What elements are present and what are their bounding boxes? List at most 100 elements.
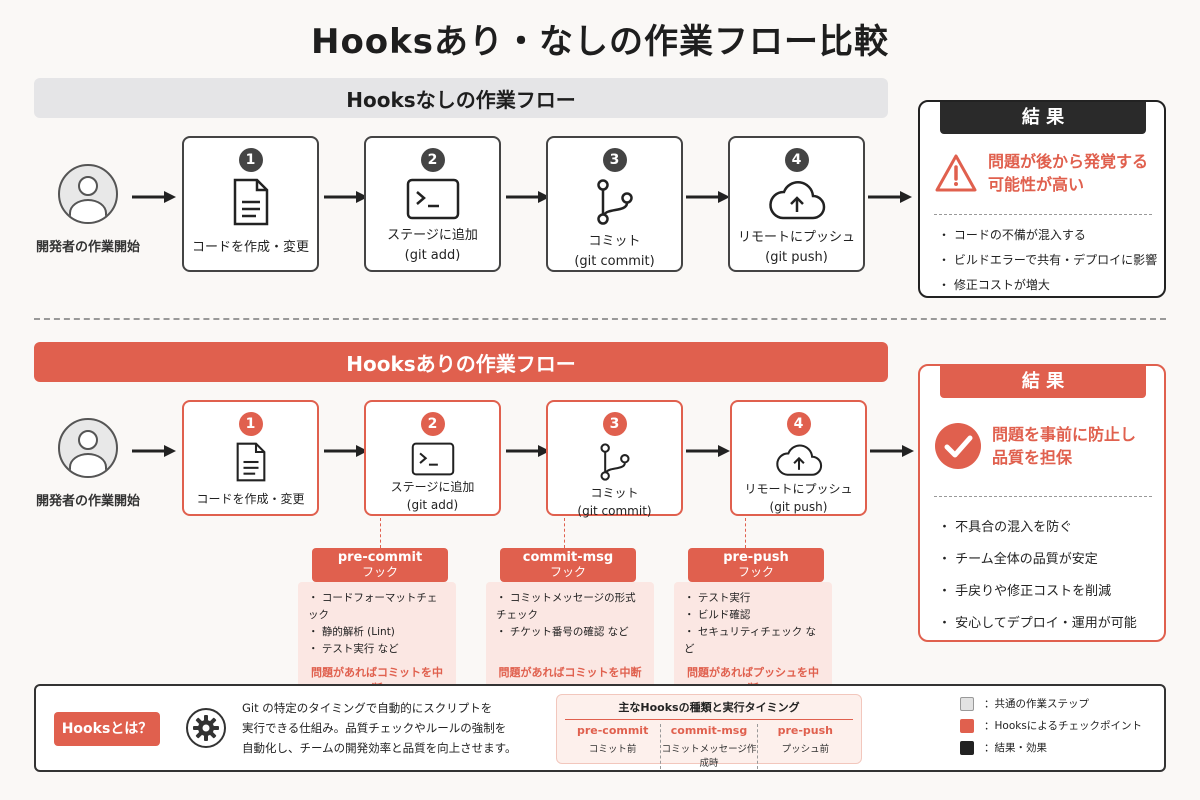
legend-item: ：共通の作業ステップ <box>960 696 1160 711</box>
step-sub-label: (git push) <box>769 500 828 514</box>
result-item: ・ 安心してデプロイ・運用が可能 <box>938 616 1137 631</box>
hook-abort-note: 問題があればコミットを中断 <box>498 666 642 679</box>
result-main-line: 問題が後から発覚する <box>988 152 1149 171</box>
terminal-icon <box>406 178 459 220</box>
hook-item: ・ コミットメッセージの形式チェック <box>496 592 636 621</box>
hooks-explanation-panel: Hooksとは？ Git の特定のタイミングで自動的にスクリプトを 実行できる仕… <box>34 684 1166 772</box>
result-with-card: 結 果 問題を事前に防止し品質を担保 ・ 不具合の混入を防ぐ ・ チーム全体の品… <box>918 364 1166 642</box>
step-number: 1 <box>238 148 263 172</box>
warning-icon <box>935 154 977 192</box>
step-code-edit-without: 1 コードを作成・変更 <box>182 136 319 272</box>
result-item: ・ 修正コストが増大 <box>938 278 1050 292</box>
result-heading: 結 果 <box>940 366 1146 398</box>
step-number: 1 <box>238 412 263 436</box>
arrow-right-icon <box>870 445 914 457</box>
hook-name: pre-commit <box>337 550 423 565</box>
step-sub-label: (git add) <box>406 498 459 512</box>
timing-title: 主なHooksの種類と実行タイミング <box>618 701 800 714</box>
gear-icon <box>193 715 219 741</box>
step-git-add-with: 2 ステージに追加 (git add) <box>364 400 501 516</box>
legend: ：共通の作業ステップ ：Hooksによるチェックポイント ：結果・効果 <box>960 696 1160 762</box>
result-item: ・ コードの不備が混入する <box>938 228 1086 242</box>
arrow-right-icon <box>686 445 730 457</box>
result-item: ・ 手戻りや修正コストを削減 <box>938 584 1112 599</box>
pre-commit-hook-tag: pre-commit フック <box>312 548 448 582</box>
step-sub-label: (git commit) <box>574 254 655 269</box>
git-branch-icon <box>596 179 633 225</box>
timing-entry: commit-msg コミットメッセージ作成時 <box>660 724 757 769</box>
hooks-definition: Git の特定のタイミングで自動的にスクリプトを 実行できる仕組み。品質チェック… <box>242 701 517 755</box>
step-label: ステージに追加 <box>387 228 478 243</box>
arrow-right-icon <box>324 191 368 203</box>
hook-connector <box>745 518 746 548</box>
result-divider <box>934 496 1152 497</box>
step-sub-label: (git add) <box>404 248 461 263</box>
cloud-upload-icon <box>775 444 822 476</box>
result-without-card: 結 果 問題が後から発覚する可能性が高い ・ コードの不備が混入する ・ ビルド… <box>918 100 1166 298</box>
legend-item: ：Hooksによるチェックポイント <box>960 718 1160 733</box>
result-main-line: 可能性が高い <box>988 175 1085 194</box>
arrow-right-icon <box>132 445 176 457</box>
what-are-hooks-label: Hooksとは？ <box>54 712 160 746</box>
result-item: ・ チーム全体の品質が安定 <box>938 552 1098 567</box>
result-item: ・ ビルドエラーで共有・デプロイに影響 <box>938 253 1158 267</box>
result-item: ・ 不具合の混入を防ぐ <box>938 520 1073 535</box>
result-divider <box>934 214 1152 215</box>
hook-connector <box>564 518 565 548</box>
step-number: 2 <box>420 412 445 436</box>
without-hooks-banner: Hooksなしの作業フロー <box>34 78 888 118</box>
step-label: コミット <box>590 486 639 500</box>
document-icon <box>233 178 268 226</box>
developer-start-with: 開発者の作業開始 <box>28 418 148 509</box>
legend-item: ：結果・効果 <box>960 740 1160 755</box>
hook-item: ・ テスト実行 など <box>308 643 399 655</box>
hook-item: ・ ビルド確認 <box>684 609 751 621</box>
arrow-right-icon <box>506 445 550 457</box>
step-number: 4 <box>784 148 809 172</box>
result-heading: 結 果 <box>940 102 1146 134</box>
timing-entry: pre-push プッシュ前 <box>756 724 853 769</box>
cloud-upload-icon <box>768 181 825 220</box>
hook-item: ・ セキュリティチェック など <box>684 626 817 655</box>
hook-item: ・ チケット番号の確認 など <box>496 626 629 638</box>
hook-connector <box>380 518 381 548</box>
result-main-line: 品質を担保 <box>992 448 1073 467</box>
step-number: 4 <box>786 412 811 436</box>
pre-push-hook-tag: pre-push フック <box>688 548 824 582</box>
developer-avatar-icon <box>58 418 118 478</box>
step-git-commit-with: 3 コミット(git commit) <box>546 400 683 518</box>
step-number: 3 <box>602 412 627 436</box>
commit-msg-hook-details: ・ コミットメッセージの形式チェック ・ チケット番号の確認 など 問題があれば… <box>486 582 654 688</box>
document-icon <box>236 442 265 482</box>
commit-msg-hook-tag: commit-msg フック <box>500 548 636 582</box>
section-divider <box>34 318 1166 320</box>
step-number: 2 <box>420 148 445 172</box>
legend-swatch-black <box>960 740 974 755</box>
step-git-add-without: 2 ステージに追加 (git add) <box>364 136 501 272</box>
hook-item: ・ テスト実行 <box>684 592 751 604</box>
developer-start-without: 開発者の作業開始 <box>28 164 148 255</box>
git-branch-icon <box>599 443 630 481</box>
actor-label: 開発者の作業開始 <box>35 494 140 509</box>
arrow-right-icon <box>686 191 730 203</box>
step-git-push-with: 4 リモートにプッシュ(git push) <box>730 400 867 516</box>
pre-push-hook-details: ・ テスト実行 ・ ビルド確認 ・ セキュリティチェック など 問題があればプッ… <box>674 582 832 704</box>
pre-commit-hook-details: ・ コードフォーマットチェック ・ 静的解析 (Lint) ・ テスト実行 など… <box>298 582 456 704</box>
with-hooks-banner: Hooksありの作業フロー <box>34 342 888 382</box>
hook-item: ・ コードフォーマットチェック <box>308 592 438 621</box>
page-title: Hooksあり・なしの作業フロー比較 <box>310 22 890 62</box>
hook-kind: フック <box>361 565 398 579</box>
actor-label: 開発者の作業開始 <box>35 240 140 255</box>
terminal-icon <box>411 442 454 476</box>
step-number: 3 <box>602 148 627 172</box>
hook-item: ・ 静的解析 (Lint) <box>308 626 395 638</box>
arrow-right-icon <box>506 191 550 203</box>
check-circle-icon <box>935 423 981 469</box>
hook-kind: フック <box>737 565 774 579</box>
hooks-timing-table: 主なHooksの種類と実行タイミング pre-commit コミット前 comm… <box>556 694 862 769</box>
arrow-right-icon <box>868 191 912 203</box>
step-label: コードを作成・変更 <box>191 240 309 255</box>
step-label: コードを作成・変更 <box>196 492 305 506</box>
step-label: ステージに追加 <box>390 480 475 494</box>
timing-entry: pre-commit コミット前 <box>576 724 649 755</box>
